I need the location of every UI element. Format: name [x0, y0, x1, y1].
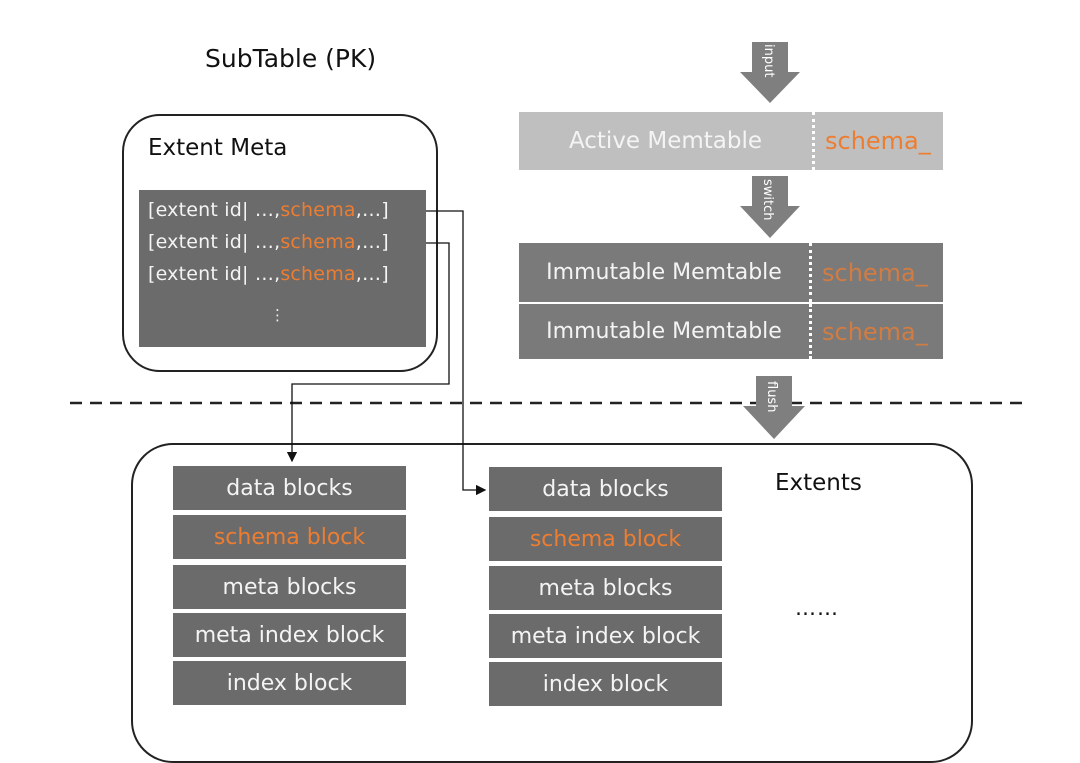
- memtable-separator: [809, 304, 812, 359]
- extents-more: ……: [795, 596, 839, 620]
- immutable-memtable-label: Immutable Memtable: [546, 319, 782, 344]
- extent-block: meta index block: [173, 613, 406, 659]
- memtable-separator: [809, 243, 812, 302]
- flush-arrow-icon: [743, 376, 805, 439]
- memtable-separator: [812, 112, 815, 170]
- immutable-memtable: Immutable Memtable schema_: [519, 304, 943, 359]
- immutable-memtable-schema: schema_: [822, 317, 928, 346]
- extent-schema-block: schema block: [173, 515, 406, 561]
- extent-meta-row: [extent id| …,schema,…]: [148, 231, 389, 253]
- extents-title: Extents: [775, 470, 862, 496]
- extent-block: meta blocks: [173, 565, 406, 611]
- switch-arrow-icon: [740, 176, 800, 238]
- diagram-overlay: input switch flush: [70, 42, 1025, 496]
- input-arrow-label: input: [761, 44, 776, 77]
- immutable-memtable: Immutable Memtable schema_: [519, 243, 943, 302]
- active-memtable-label: Active Memtable: [568, 128, 763, 154]
- extent-meta-row: [extent id| …,schema,…]: [148, 263, 389, 285]
- extent-block: data blocks: [489, 467, 722, 513]
- extent-block: index block: [489, 662, 722, 708]
- extent-meta-box: [139, 190, 426, 347]
- active-memtable-schema: schema_: [825, 127, 931, 155]
- flush-arrow-label: flush: [764, 381, 779, 412]
- extent-block: data blocks: [173, 466, 406, 512]
- input-arrow-icon: [740, 42, 800, 103]
- switch-arrow-label: switch: [760, 179, 775, 221]
- subtable-title: SubTable (PK): [205, 44, 377, 73]
- extent-meta-title: Extent Meta: [148, 135, 288, 161]
- extent-meta-row: [extent id| …,schema,…]: [148, 199, 389, 221]
- extent-schema-block: schema block: [489, 517, 722, 563]
- extent-block: index block: [173, 661, 406, 707]
- immutable-memtable-schema: schema_: [822, 258, 928, 287]
- extent-block: meta blocks: [489, 566, 722, 612]
- active-memtable: Active Memtable schema_: [519, 112, 943, 170]
- connector-arrow: [286, 242, 450, 463]
- extent-meta-more: ⋮: [270, 306, 285, 324]
- immutable-memtable-label: Immutable Memtable: [546, 260, 782, 285]
- extent-block: meta index block: [489, 614, 722, 660]
- connector-arrow: [426, 210, 487, 496]
